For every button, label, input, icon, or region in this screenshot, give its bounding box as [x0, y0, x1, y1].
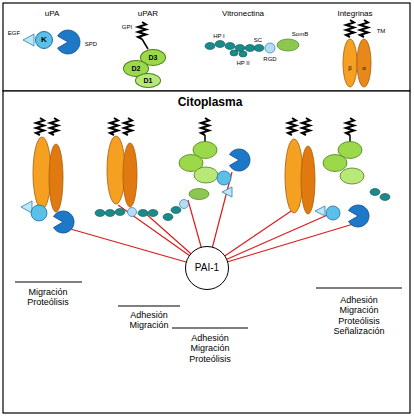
node-text: D1	[144, 77, 153, 84]
kringle-domain	[326, 206, 340, 220]
tm-segment	[124, 118, 132, 135]
vn-segment	[230, 50, 238, 56]
integrin-beta	[343, 39, 357, 87]
vn-segment	[205, 43, 215, 50]
vn-segment	[148, 210, 158, 217]
upar-domain	[323, 155, 347, 172]
domain-label: SC	[254, 37, 262, 44]
vn-segment	[225, 43, 235, 50]
function-rule	[172, 327, 248, 328]
domain-label: SomB	[292, 31, 308, 38]
function-rule	[118, 305, 180, 306]
kringle-circle: K	[35, 31, 53, 49]
integrin-beta	[49, 144, 63, 212]
egf-domain	[222, 187, 232, 197]
upar-domain: D1	[135, 73, 161, 88]
gpi-anchor	[346, 118, 354, 135]
function-rule	[15, 281, 82, 282]
rgd-site	[180, 200, 189, 209]
molecule-title: Integrinas	[337, 9, 372, 18]
spd-domain	[230, 149, 251, 171]
rgd-site	[128, 208, 137, 217]
node-text: K	[41, 36, 47, 44]
vn-segment	[95, 210, 105, 217]
integrin-alpha	[357, 39, 371, 87]
integrin-beta	[123, 143, 137, 207]
function-label: Migración Proteólisis	[27, 287, 69, 308]
function-rule	[316, 287, 402, 288]
molecule-title: uPA	[45, 9, 60, 18]
node-text: D3	[149, 54, 158, 61]
upar-domain	[340, 168, 364, 184]
integrin-alpha	[285, 139, 303, 213]
vn-segment	[171, 207, 181, 214]
vn-segment	[163, 214, 173, 221]
integrin-alpha	[33, 137, 51, 209]
upar-domain	[194, 167, 218, 183]
gpi-stalk	[142, 39, 148, 49]
gpi-anchor	[201, 118, 209, 135]
domain-label: HP I	[213, 33, 225, 40]
node-text: PAI-1	[195, 263, 219, 273]
integrin-beta	[301, 146, 315, 214]
domain-label: EGF	[8, 30, 20, 37]
region-label: Citoplasma	[178, 96, 243, 110]
kringle-domain	[31, 205, 47, 221]
vn-segment	[380, 194, 390, 201]
tm-segment	[346, 20, 354, 37]
integrin-alpha	[107, 136, 125, 204]
vn-segment	[370, 189, 380, 196]
domain-label: α	[362, 65, 365, 72]
domain-label: HP II	[236, 60, 249, 67]
spd-domain	[54, 211, 75, 233]
function-label: Adhesión Migración	[129, 310, 168, 331]
gpi-anchor	[138, 22, 146, 39]
spd-domain	[58, 30, 80, 54]
kringle-domain	[217, 171, 231, 185]
vn-segment	[239, 51, 247, 57]
tm-segment	[110, 118, 118, 135]
rgd-site	[265, 43, 275, 53]
top-panel	[3, 3, 410, 91]
molecule-title: Vitronectina	[222, 9, 264, 18]
tm-segment	[288, 118, 296, 135]
vn-segment	[105, 210, 115, 217]
domain-label: RGD	[263, 56, 276, 63]
domain-label: GPI	[122, 24, 132, 31]
bottom-panel	[3, 91, 410, 413]
gpi-stalk	[204, 135, 206, 142]
vn-segment	[245, 45, 255, 52]
domain-label: SPD	[85, 41, 97, 48]
tm-segment	[302, 118, 310, 135]
gpi-stalk	[349, 135, 351, 142]
tm-segment	[36, 118, 44, 135]
spd-domain	[349, 205, 370, 227]
pai1-line	[207, 222, 360, 268]
node-text: D2	[132, 65, 141, 72]
molecule-title: uPAR	[138, 9, 158, 18]
tm-segment	[360, 20, 368, 37]
pai1-circle: PAI-1	[185, 246, 229, 290]
domain-label: TM	[377, 28, 386, 35]
vn-segment	[254, 45, 264, 52]
vn-segment	[115, 209, 125, 216]
tm-segment	[50, 118, 58, 135]
vn-segment	[215, 41, 225, 48]
egf-domain	[23, 34, 34, 46]
egf-domain	[315, 206, 325, 216]
vn-segment	[138, 210, 148, 217]
function-label: Adhesión Migración Proteólisis	[189, 333, 231, 364]
domain-label: β	[348, 65, 351, 72]
function-label: Adhesión Migración Proteólisis Señalizac…	[333, 295, 384, 336]
egf-domain	[21, 201, 32, 213]
somb-domain	[189, 189, 209, 200]
somb-domain	[277, 39, 299, 51]
